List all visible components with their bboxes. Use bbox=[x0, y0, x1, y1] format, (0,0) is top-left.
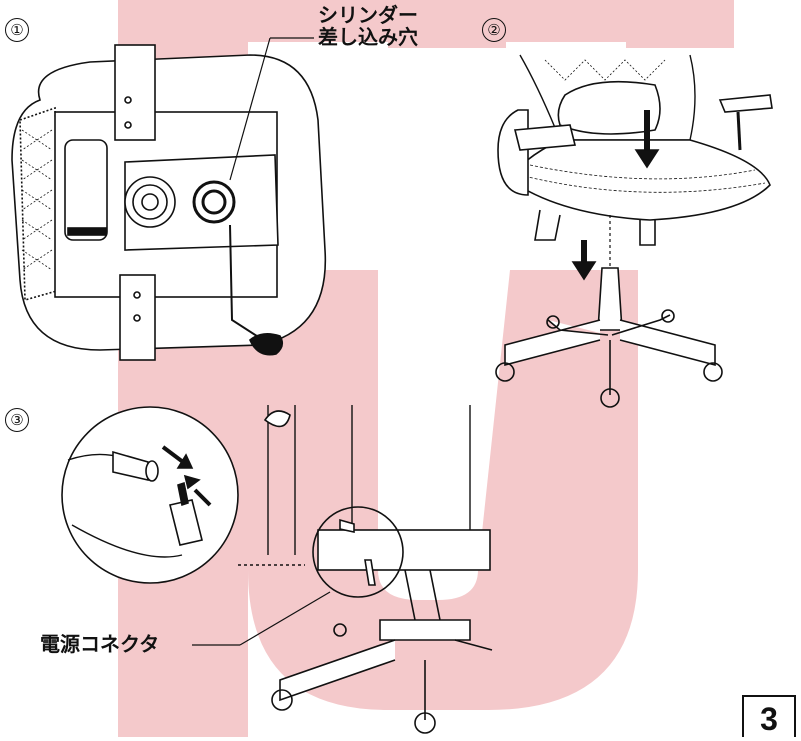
cylinder-hole-label: シリンダー 差し込み穴 bbox=[318, 4, 418, 48]
page-number: 3 bbox=[742, 695, 796, 737]
step-2-number: ② bbox=[482, 18, 506, 42]
power-connector-label: 電源コネクタ bbox=[40, 632, 160, 656]
step-1-number: ① bbox=[5, 18, 29, 42]
cylinder-hole-label-line2: 差し込み穴 bbox=[318, 25, 418, 49]
step-3-number: ③ bbox=[5, 408, 29, 432]
cylinder-hole-label-line1: シリンダー bbox=[318, 3, 418, 27]
